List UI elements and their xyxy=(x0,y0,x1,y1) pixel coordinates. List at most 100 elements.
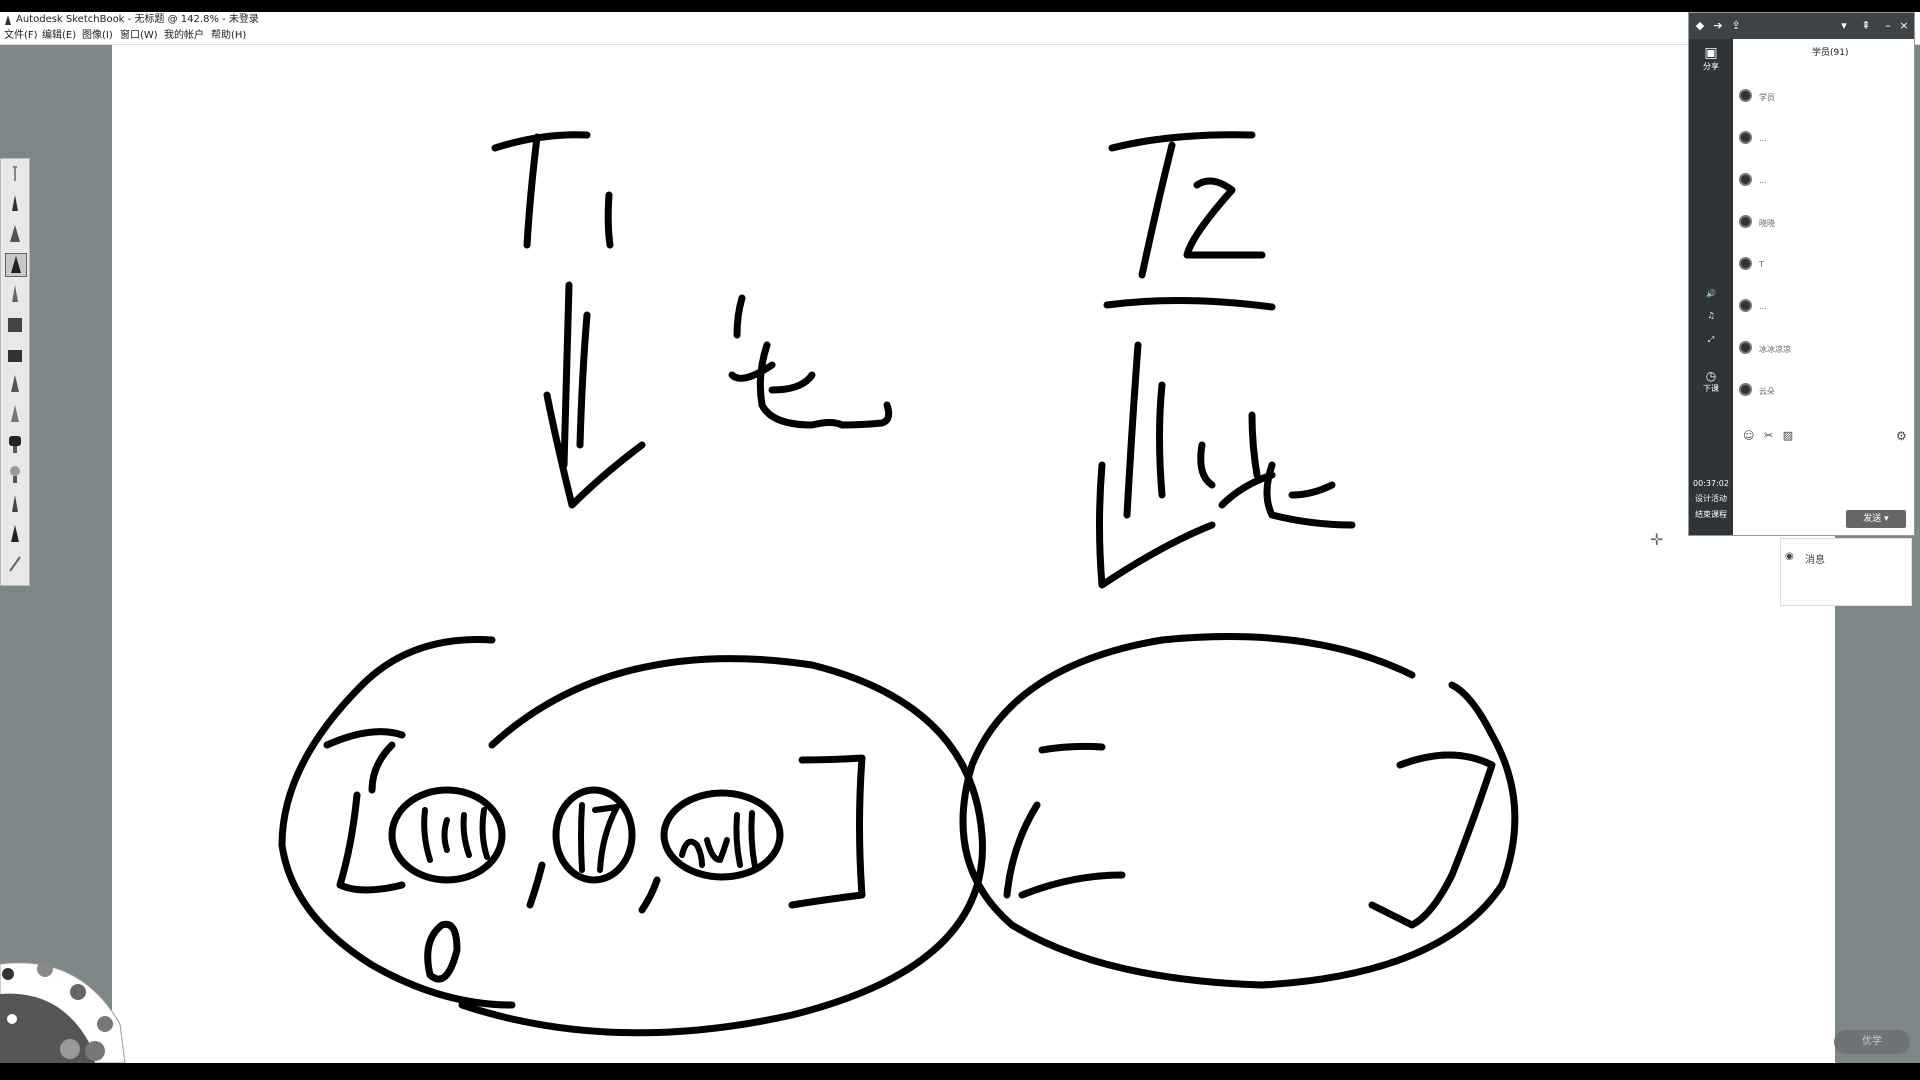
drawing-canvas[interactable]: ✛ xyxy=(112,45,1835,1063)
brush-radial-icon xyxy=(70,984,86,1000)
footer-line-2: 结束课程 xyxy=(1695,510,1727,519)
pen-icon[interactable] xyxy=(5,223,25,245)
list-item[interactable]: 冰冰凉凉 xyxy=(1739,341,1909,357)
sketch-right-char xyxy=(1218,411,1356,529)
fill-icon[interactable] xyxy=(5,313,25,335)
sketch-circle-null xyxy=(660,789,784,881)
message-label: 消息 xyxy=(1805,555,1825,566)
sketch-comma-1 xyxy=(526,861,546,909)
list-item[interactable]: 云朵 xyxy=(1739,383,1909,399)
eraser-icon[interactable] xyxy=(5,343,25,365)
list-item[interactable]: T xyxy=(1739,257,1909,273)
timer: 00:37:02 xyxy=(1693,479,1729,488)
sketch-zero-below xyxy=(424,920,461,983)
menu-bar: 文件(F) 编辑(E) 图像(I) 窗口(W) 我的帐户 帮助(H) xyxy=(0,28,1920,45)
menu-file[interactable]: 文件(F) xyxy=(4,30,38,41)
sketch-t1 xyxy=(491,131,614,249)
sketch-right-bracket xyxy=(788,754,866,909)
list-item[interactable]: 学员 xyxy=(1739,89,1909,105)
sketch-text-null xyxy=(679,810,758,870)
brush-icon[interactable] xyxy=(5,283,25,305)
end-class-button[interactable]: ◷ 下课 xyxy=(1693,369,1729,394)
students-count: 学员(91) xyxy=(1812,48,1849,58)
avatar xyxy=(1739,173,1752,186)
chat-tools: ☺ ✂ ▨ xyxy=(1743,429,1793,443)
menu-account[interactable]: 我的帐户 xyxy=(164,30,204,41)
lagoon-radial-menu[interactable] xyxy=(0,944,145,1063)
share-button[interactable]: ▣ 分享 xyxy=(1693,45,1729,72)
minimize-icon[interactable]: – xyxy=(1885,19,1891,32)
watermark-logo: 优学 xyxy=(1834,1030,1910,1054)
paint-brush-icon[interactable] xyxy=(5,433,25,455)
sketch-comma-2 xyxy=(638,876,661,914)
ink-pen-icon[interactable] xyxy=(5,493,25,515)
forward-icon[interactable]: ➔ xyxy=(1713,19,1723,32)
layers-icon xyxy=(85,1041,105,1061)
avatar xyxy=(1739,89,1752,102)
cursor-crosshair-icon: ✛ xyxy=(1650,530,1664,549)
expand-icon[interactable]: ⤢ xyxy=(1707,335,1715,344)
color-radial-icon xyxy=(97,1016,113,1032)
select-icon[interactable] xyxy=(5,163,25,185)
screen-share-icon: ▣ xyxy=(1704,45,1718,61)
avatar xyxy=(1739,299,1752,312)
pin-top-icon[interactable]: ⇞ xyxy=(1861,19,1871,32)
user-list: 学员 ... ... 晓晓 T ... 冰冰凉凉 云朵 xyxy=(1739,39,1914,439)
share-icon[interactable]: ⇪ xyxy=(1731,19,1741,32)
eraser-radial-icon xyxy=(37,961,53,977)
pin-icon[interactable]: ◆ xyxy=(1695,19,1705,32)
brush-palette xyxy=(0,158,30,586)
avatar xyxy=(1739,215,1752,228)
scissors-icon[interactable]: ✂ xyxy=(1763,429,1774,442)
list-item[interactable]: ... xyxy=(1739,299,1909,315)
sketch-t2 xyxy=(1103,131,1276,311)
sketch-circle-17 xyxy=(552,786,636,884)
sketch-left-char xyxy=(728,294,893,429)
sketch-left-oval xyxy=(458,655,986,1037)
pointer-icon xyxy=(7,1014,17,1024)
title-bar: Autodesk SketchBook - 无标题 @ 142.8% - 未登录 xyxy=(0,12,1920,28)
sketch-left-oval-top xyxy=(278,636,516,1009)
close-icon[interactable]: × xyxy=(1899,19,1909,32)
undo-icon xyxy=(2,968,14,980)
airbrush-icon[interactable] xyxy=(5,373,25,395)
menu-image[interactable]: 图像(I) xyxy=(82,30,113,41)
chevron-down-icon[interactable]: ▾ xyxy=(1841,19,1847,32)
menu-edit[interactable]: 编辑(E) xyxy=(42,30,77,41)
sketch-left-bracket xyxy=(323,728,406,894)
emoji-icon[interactable]: ☺ xyxy=(1743,429,1755,442)
avatar xyxy=(1739,341,1752,354)
texture-icon[interactable] xyxy=(5,463,25,485)
eye-icon[interactable]: ◉ xyxy=(1785,551,1794,562)
list-item[interactable]: 晓晓 xyxy=(1739,215,1909,231)
sketch-left-arrow xyxy=(543,281,646,509)
image-icon[interactable]: ▨ xyxy=(1782,429,1794,442)
pencil-icon[interactable] xyxy=(5,193,25,215)
window-title: Autodesk SketchBook - 无标题 @ 142.8% - 未登录 xyxy=(16,14,259,25)
sketch-right-bracket2 xyxy=(1368,751,1496,929)
sketch-right-arrow xyxy=(1096,341,1216,589)
sketch-text-17 xyxy=(578,802,620,873)
music-icon[interactable]: ♫ xyxy=(1707,311,1715,320)
send-button[interactable]: 发送 ▾ xyxy=(1846,510,1906,528)
menu-help[interactable]: 帮助(H) xyxy=(211,30,247,41)
avatar xyxy=(1739,257,1752,270)
chat-panel: ◆ ➔ ⇪ ▾ ⇞ – × ▣ 分享 🔊 ♫ ⤢ ◷ 下课 00:37:02 设… xyxy=(1688,12,1915,536)
chat-panel-toolbar: ◆ ➔ ⇪ ▾ ⇞ – × xyxy=(1689,13,1914,39)
chisel-icon[interactable] xyxy=(5,523,25,545)
avatar xyxy=(1739,131,1752,144)
menu-window[interactable]: 窗口(W) xyxy=(120,30,158,41)
gear-icon[interactable]: ⚙ xyxy=(1896,429,1907,443)
list-item[interactable]: ... xyxy=(1739,131,1909,147)
list-item[interactable]: ... xyxy=(1739,173,1909,189)
smudge-icon[interactable] xyxy=(5,403,25,425)
marker-icon[interactable] xyxy=(5,253,27,277)
palette-icon xyxy=(60,1039,80,1059)
chat-panel-sidebar: ▣ 分享 🔊 ♫ ⤢ ◷ 下课 00:37:02 设计活动 结束课程 xyxy=(1689,39,1733,535)
sketch-text-1000 xyxy=(421,807,490,863)
bottom-bar xyxy=(0,1063,1920,1080)
wand-icon[interactable] xyxy=(5,553,25,575)
footer-line-1: 设计活动 xyxy=(1695,494,1727,503)
audio-icon[interactable]: 🔊 xyxy=(1706,289,1716,298)
clock-icon: ◷ xyxy=(1705,369,1717,383)
